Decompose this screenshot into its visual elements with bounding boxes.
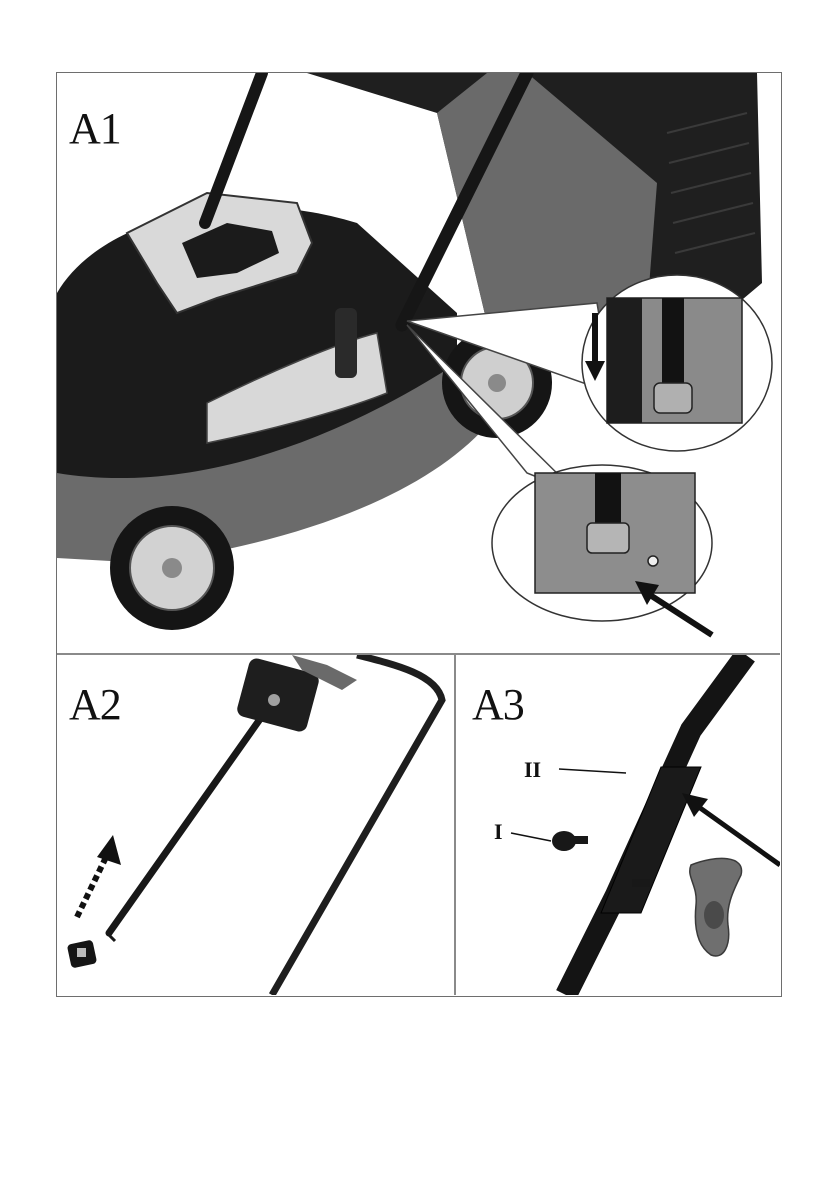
callout-bottom — [492, 465, 712, 621]
panel-a3: A3 II I — [456, 655, 780, 995]
lower-handle-illustration — [57, 655, 454, 995]
front-wheel — [110, 506, 234, 630]
up-arrow-icon — [77, 835, 121, 917]
bolt-icon — [67, 940, 97, 969]
illustration-frame: A1 — [56, 72, 782, 997]
height-lever — [335, 308, 357, 378]
handle-socket — [601, 767, 701, 913]
knob-icon — [552, 831, 588, 851]
panel-a1: A1 — [57, 73, 780, 655]
mower-illustration — [57, 73, 780, 653]
wing-nut-icon — [690, 858, 742, 956]
diagonal-arrow-icon — [682, 793, 780, 865]
panel-a2: A2 — [57, 655, 456, 995]
callout-top — [582, 275, 772, 451]
handle-tube-left — [109, 695, 277, 933]
knob-illustration — [456, 655, 780, 995]
